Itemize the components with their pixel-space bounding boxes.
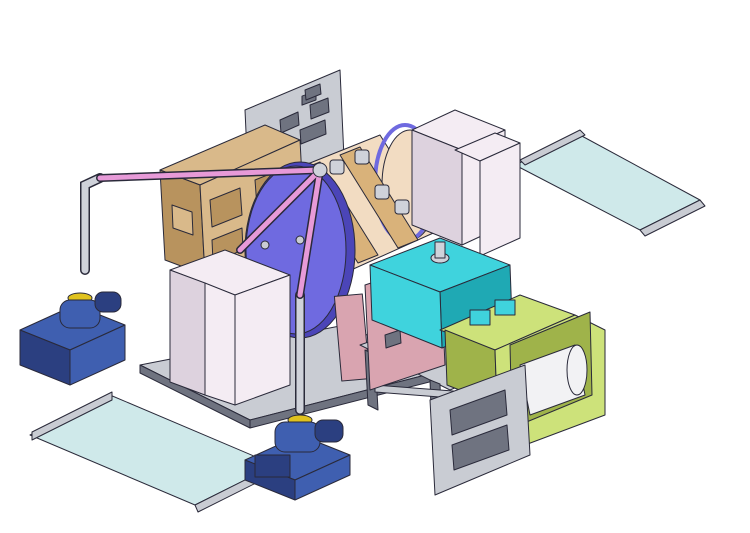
vacuum-pump-icon <box>244 414 351 501</box>
vacuum-pump-icon <box>19 291 126 386</box>
pipe-icon <box>96 162 328 299</box>
front-door-panel <box>429 364 531 496</box>
electrical-cabinet-icon <box>169 249 291 406</box>
pipe-icon <box>80 173 305 415</box>
roller-icon <box>519 344 588 416</box>
electrical-cabinet-icon <box>411 109 521 257</box>
